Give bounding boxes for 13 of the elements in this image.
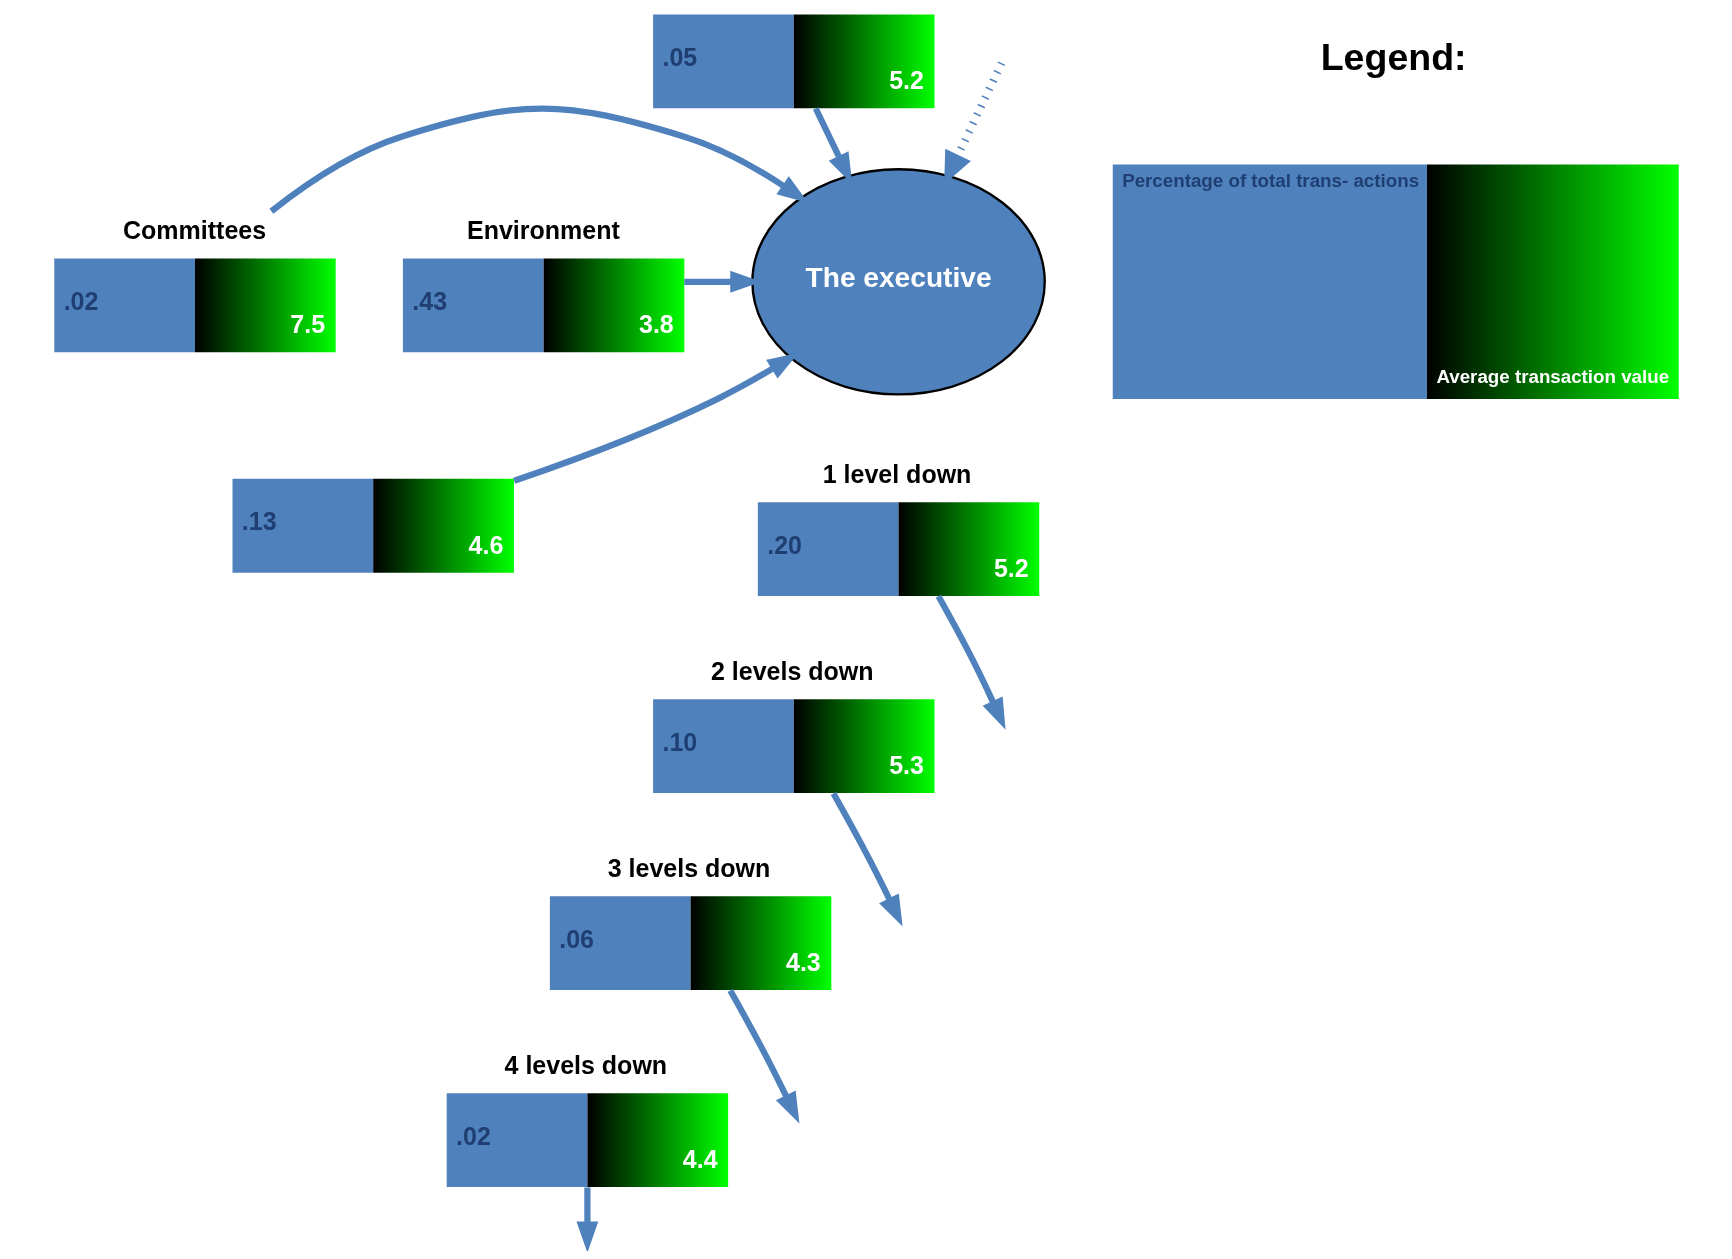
node-label: Committees xyxy=(122,216,266,245)
arrow xyxy=(727,988,799,1124)
arrow xyxy=(268,105,808,214)
arrow xyxy=(935,594,1006,730)
label: Legend: xyxy=(1320,35,1467,78)
node-label: 1 level down xyxy=(822,460,971,489)
node-label: 3 levels down xyxy=(607,854,770,883)
node-ellipse: The executive xyxy=(750,168,1046,396)
node-label: Environment xyxy=(466,216,620,245)
arrow xyxy=(830,791,903,927)
node-label: 4 levels down xyxy=(504,1051,667,1080)
node-label: 2 levels down xyxy=(710,657,873,686)
arrow xyxy=(575,1187,598,1251)
